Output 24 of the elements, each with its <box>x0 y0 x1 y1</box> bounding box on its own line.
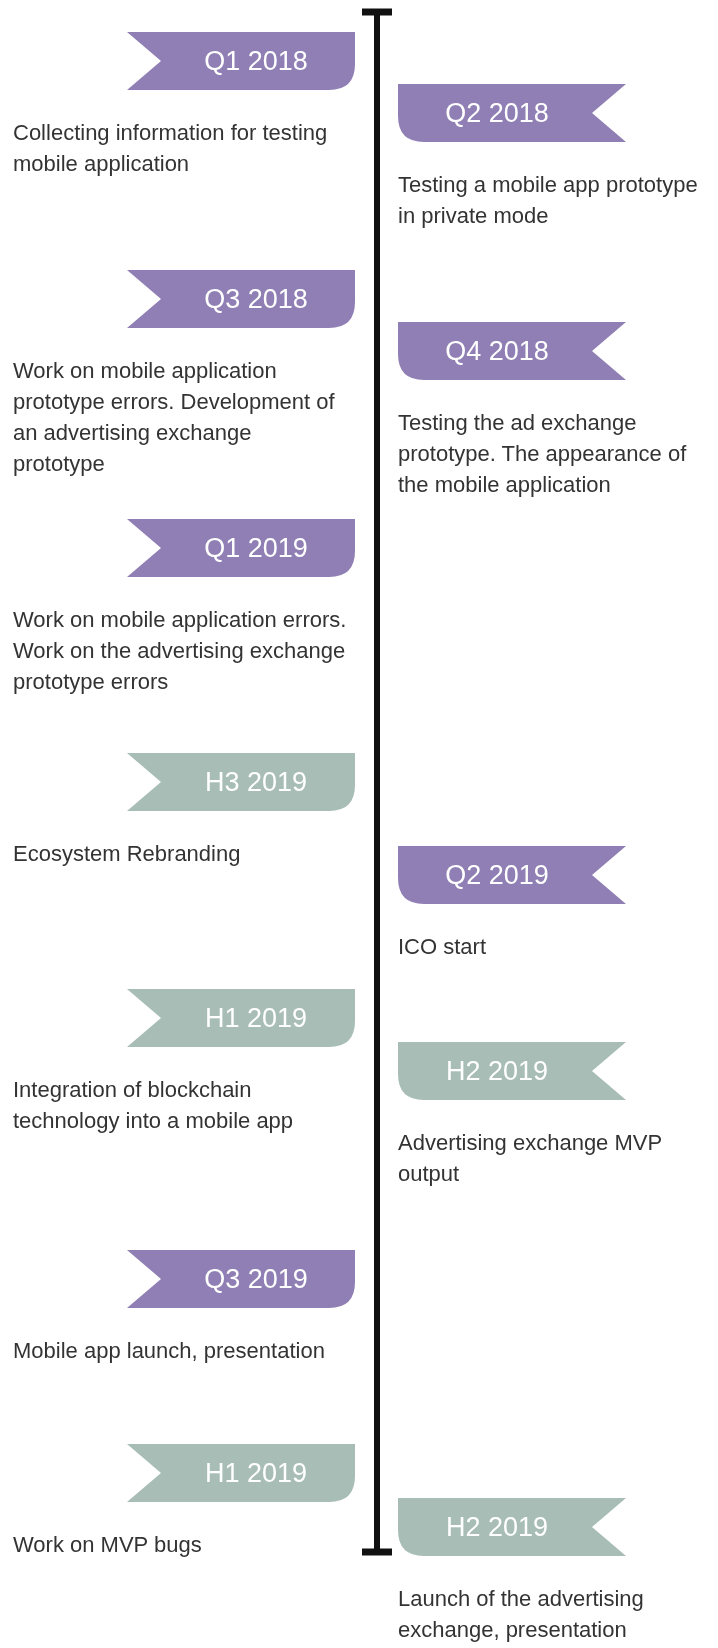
period-tag: Q3 2018 <box>127 270 355 328</box>
period-tag: Q1 2019 <box>127 519 355 577</box>
period-tag: H1 2019 <box>127 989 355 1047</box>
period-tag: Q2 2019 <box>398 846 626 904</box>
period-tag: H2 2019 <box>398 1042 626 1100</box>
milestone-description: Testing a mobile app prototype in private mode <box>398 171 699 230</box>
period-tag: H1 2019 <box>127 1444 355 1502</box>
milestone-description: Testing the ad exchange prototype. The appearance of the mobile application <box>398 409 688 499</box>
milestone-description: Integration of blockchain technology into a mobile app <box>13 1076 295 1135</box>
milestone-description: Collecting information for testing mobile application <box>13 119 329 178</box>
period-tag: Q3 2019 <box>127 1250 355 1308</box>
milestone-description: Launch of the advertising exchange, presentation <box>398 1585 645 1644</box>
period-tag: Q1 2018 <box>127 32 355 90</box>
milestone-description: Work on MVP bugs <box>13 1531 203 1559</box>
milestone-description: Mobile app launch, presentation <box>13 1337 326 1365</box>
milestone-description: Work on mobile application prototype errors. Development of an advertising exchange prototype <box>13 357 336 478</box>
milestone-description: ICO start <box>398 933 487 961</box>
milestone-description: Work on mobile application errors. Work on the advertising exchange prototype errors <box>13 606 348 696</box>
period-tag: Q4 2018 <box>398 322 626 380</box>
milestone-description: Advertising exchange MVP output <box>398 1129 663 1188</box>
period-tag: Q2 2018 <box>398 84 626 142</box>
period-tag: H3 2019 <box>127 753 355 811</box>
milestone-description: Ecosystem Rebranding <box>13 840 242 868</box>
period-tag: H2 2019 <box>398 1498 626 1556</box>
